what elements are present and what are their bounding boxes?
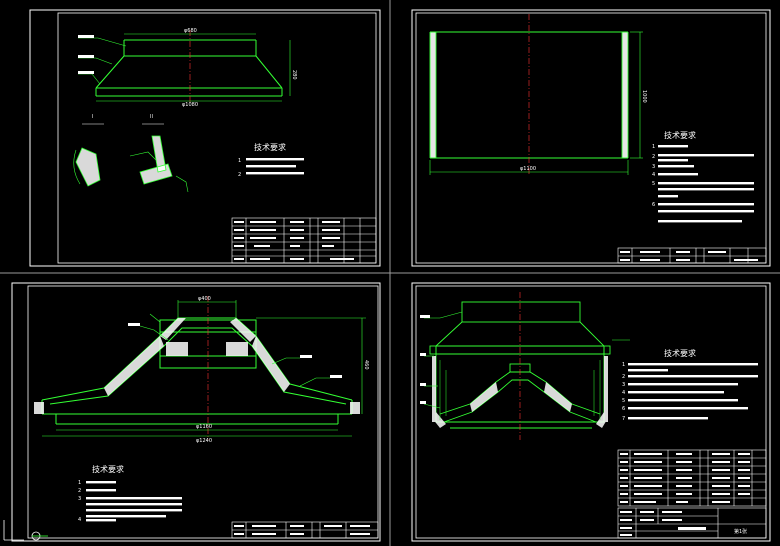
svg-text:3: 3 (652, 164, 655, 170)
svg-text:4: 4 (78, 517, 81, 523)
svg-text:4: 4 (652, 172, 655, 178)
assembly-ribs (439, 360, 601, 420)
note-text-lines (86, 481, 182, 522)
detail-view-2 (129, 135, 189, 193)
assembly-hatch (432, 356, 608, 428)
svg-text:1: 1 (622, 362, 625, 368)
tech-requirements-title: 技术要求 (664, 348, 696, 358)
svg-text:1: 1 (652, 144, 655, 150)
svg-text:5: 5 (652, 181, 655, 187)
dim-cylinder-diameter: φ1100 (520, 166, 536, 172)
title-block (617, 247, 767, 264)
title-block-text-marks (620, 251, 758, 261)
leader-lines (78, 37, 127, 85)
title-block (231, 521, 379, 539)
svg-text:3: 3 (78, 496, 81, 502)
dim-mid-diameter: φ1160 (196, 424, 212, 430)
note-text-lines (628, 363, 758, 420)
dimension-lines (42, 300, 366, 437)
title-block-text-marks (620, 511, 706, 536)
tech-requirements-title: 技术要求 (254, 142, 286, 152)
sheet-inner-frame (415, 285, 767, 539)
section-label-2: II (150, 114, 153, 120)
sheet-bottom-right: 技术要求 1 2 3 4 5 6 7 (411, 282, 771, 542)
parts-list-text-marks (620, 453, 750, 503)
detail-view-1 (73, 147, 101, 187)
leader-lines (423, 311, 630, 409)
note-text-lines (246, 158, 304, 175)
dim-outer-diameter: φ1240 (196, 438, 212, 444)
hopper-part (41, 317, 353, 425)
title-block (617, 507, 767, 539)
sheet-top-right: φ1100 1000 技术要求 1 2 3 4 5 6 (411, 9, 771, 267)
dimension-lines (429, 31, 643, 175)
hopper-hatch (34, 318, 360, 414)
leader-labels (78, 35, 94, 74)
note-text-lines (658, 145, 754, 223)
title-block-text-marks (234, 221, 354, 260)
parts-list (617, 449, 767, 507)
note-number-1: 1 (238, 158, 241, 164)
title-block-text-marks (234, 525, 370, 535)
sheet-top-left: φ680 φ1080 280 I II (29, 9, 381, 267)
dim-cylinder-height: 1000 (641, 90, 647, 103)
sheet-frame (29, 9, 381, 267)
svg-text:3: 3 (622, 382, 625, 388)
assembly-view (429, 301, 611, 429)
sheet-frame (411, 282, 771, 542)
note-numbers: 1 2 3 4 5 6 (652, 144, 655, 208)
title-block (231, 217, 377, 264)
svg-text:2: 2 (622, 374, 625, 380)
leader-labels (420, 315, 430, 404)
leader-lines (139, 313, 330, 387)
tech-requirements-title: 技术要求 (92, 464, 124, 474)
sheet-inner-frame (27, 285, 379, 539)
section-label-1: I (92, 114, 93, 120)
dim-height: 280 (291, 70, 297, 80)
dim-bottom-diameter: φ1080 (182, 102, 198, 108)
note-numbers: 1 2 3 4 (78, 480, 81, 523)
frustum-part (95, 39, 283, 97)
dim-inlet-diameter: φ400 (198, 296, 211, 302)
dim-hopper-height: 460 (363, 360, 369, 370)
note-numbers: 1 2 3 4 5 6 7 (622, 362, 625, 422)
sheet-frame (11, 282, 381, 542)
svg-text:2: 2 (652, 154, 655, 160)
svg-text:6: 6 (622, 406, 625, 412)
ucs-icon (3, 520, 48, 541)
svg-text:1: 1 (78, 480, 81, 486)
svg-text:4: 4 (622, 390, 625, 396)
leader-labels (128, 323, 342, 378)
svg-text:2: 2 (78, 488, 81, 494)
dim-top-diameter: φ680 (184, 28, 197, 34)
sheet-bottom-left: φ400 φ1160 φ1240 460 技术要求 1 2 3 4 (11, 282, 381, 542)
sheet-number-label: 第1张 (734, 528, 747, 535)
sheet-inner-frame (57, 12, 377, 264)
note-number-2: 2 (238, 172, 241, 178)
tech-requirements-title: 技术要求 (664, 130, 696, 140)
svg-text:6: 6 (652, 202, 655, 208)
svg-text:5: 5 (622, 398, 625, 404)
sheet-inner-frame (415, 12, 767, 264)
svg-text:7: 7 (622, 416, 625, 422)
sheet-frame (411, 9, 771, 267)
dimension-lines (96, 33, 291, 102)
